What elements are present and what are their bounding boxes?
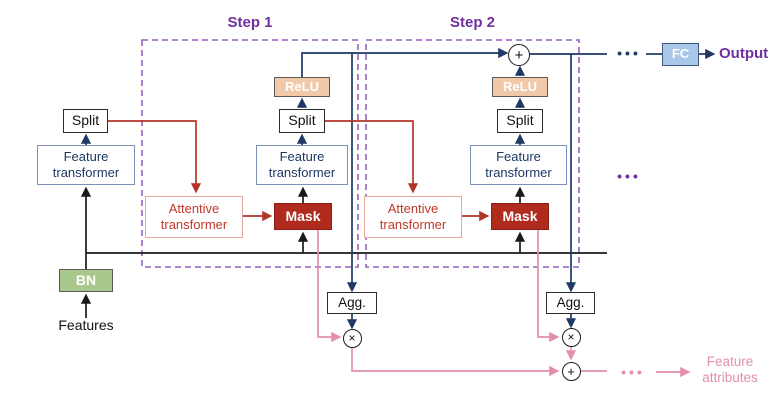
split-block-0: Split bbox=[63, 109, 108, 133]
line-split0-to-attentive1 bbox=[108, 120, 202, 194]
split-block-1: Split bbox=[279, 109, 325, 133]
output-label: Output bbox=[719, 45, 769, 62]
step1-dashed-box bbox=[141, 39, 359, 268]
attentive-transformer-block-2: Attentive transformer bbox=[364, 196, 462, 238]
relu-block-2: ReLU bbox=[492, 77, 548, 97]
relu-block-1: ReLU bbox=[274, 77, 330, 97]
line-split1-to-attentive2 bbox=[325, 120, 419, 194]
attentive-transformer-block-1: Attentive transformer bbox=[145, 196, 243, 238]
ellipsis-dots-more-steps: ••• bbox=[617, 168, 641, 184]
ellipsis-dots-feature-attributes: ••• bbox=[621, 364, 645, 380]
features-label: Features bbox=[58, 317, 114, 333]
fc-block: FC bbox=[662, 43, 699, 66]
bn-block: BN bbox=[59, 269, 113, 292]
multiply-circle-2: × bbox=[561, 327, 581, 347]
feature-transformer-block-1: Feature transformer bbox=[256, 145, 348, 185]
split-block-2: Split bbox=[497, 109, 543, 133]
feature-attributes-label: Feature attributes bbox=[702, 354, 758, 386]
mask-block-2: Mask bbox=[491, 203, 549, 230]
line-mask1-to-multiply1 bbox=[317, 229, 342, 343]
multiply-circle-1: × bbox=[342, 328, 362, 348]
agg-block-1: Agg. bbox=[327, 292, 377, 314]
agg-block-2: Agg. bbox=[546, 292, 595, 314]
feature-transformer-block-0: Feature transformer bbox=[37, 145, 135, 185]
step2-label: Step 2 bbox=[449, 14, 495, 31]
plus-circle-top: + bbox=[508, 44, 530, 66]
plus-circle-bottom: + bbox=[561, 361, 581, 381]
line-relu1-to-plus-top bbox=[301, 47, 509, 77]
line-multiply1-to-plus-bottom bbox=[351, 348, 560, 377]
ellipsis-dots-output-line: ••• bbox=[617, 45, 641, 61]
line-mask2-to-multiply2 bbox=[537, 229, 560, 343]
feature-transformer-block-2: Feature transformer bbox=[470, 145, 567, 185]
mask-block-1: Mask bbox=[274, 203, 332, 230]
step1-label: Step 1 bbox=[227, 14, 273, 31]
